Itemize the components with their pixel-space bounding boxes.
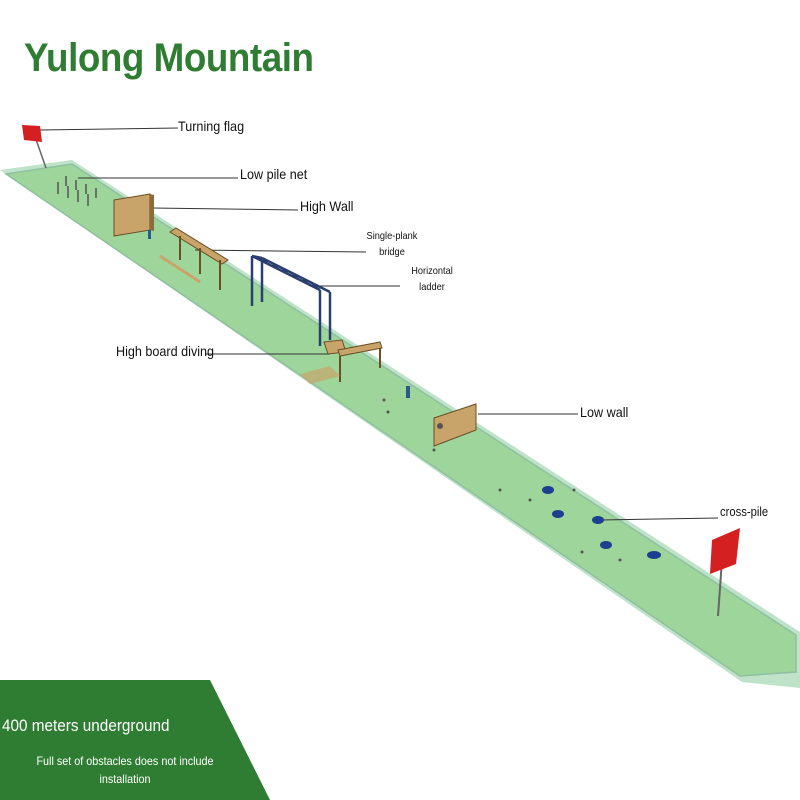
page-title: Yulong Mountain bbox=[24, 36, 314, 80]
high-board-diving bbox=[300, 339, 383, 384]
label-horizontal-ladder-line1: Horizontal bbox=[411, 265, 453, 277]
cross-piles bbox=[542, 486, 661, 559]
banner-background bbox=[0, 680, 270, 800]
leader-lines bbox=[39, 127, 719, 521]
label-single-plank-bridge: Single-plank bridge bbox=[359, 228, 426, 260]
banner-title: 400 meters underground bbox=[2, 716, 170, 735]
label-horizontal-ladder-line2: ladder bbox=[419, 281, 445, 293]
label-turning-flag: Turning flag bbox=[178, 118, 245, 134]
label-single-plank-line1: Single-plank bbox=[366, 230, 418, 242]
low-pile-net bbox=[57, 176, 97, 206]
label-low-wall: Low wall bbox=[580, 404, 629, 420]
label-high-wall: High Wall bbox=[300, 198, 354, 214]
label-cross-pile: cross-pile bbox=[720, 505, 769, 519]
label-horizontal-ladder: Horizontal ladder bbox=[399, 263, 466, 295]
label-high-board-diving: High board diving bbox=[116, 343, 215, 359]
banner-subtitle: Full set of obstacles does not include i… bbox=[36, 754, 214, 786]
label-low-pile-net: Low pile net bbox=[240, 166, 308, 182]
course-stakes bbox=[382, 398, 622, 562]
turning-flag-start bbox=[22, 125, 47, 169]
single-plank-bridge bbox=[159, 227, 229, 290]
horizontal-ladder bbox=[250, 254, 332, 346]
high-wall bbox=[113, 193, 154, 237]
low-wall bbox=[433, 403, 477, 447]
runner-figures bbox=[148, 230, 410, 398]
course-field bbox=[0, 160, 800, 688]
label-single-plank-line2: bridge bbox=[379, 246, 405, 258]
turning-flag-end bbox=[710, 528, 740, 617]
